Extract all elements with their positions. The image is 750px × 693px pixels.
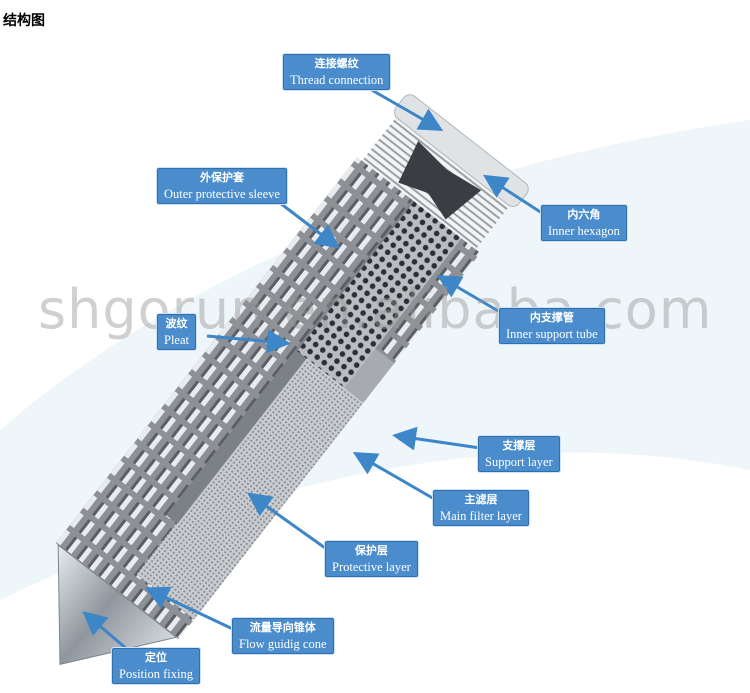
label-en: Support layer — [485, 455, 553, 469]
label-en: Inner support tube — [506, 327, 598, 341]
label-inner-support-tube: 内支撑管 Inner support tube — [499, 308, 605, 344]
label-en: Outer protective sleeve — [164, 187, 280, 201]
label-flow-guide-cone: 流量导向锥体 Flow guidig cone — [232, 618, 334, 654]
arrow-thread — [369, 87, 444, 131]
label-en: Inner hexagon — [548, 224, 620, 238]
arrow-outer-sleeve — [279, 201, 340, 249]
label-protective-layer: 保护层 Protective layer — [325, 541, 418, 577]
label-zh: 连接螺纹 — [314, 57, 359, 70]
watermark: shgorun.en.alibaba.com — [38, 278, 713, 341]
arrow-pleat — [206, 329, 291, 354]
filter-element — [55, 94, 529, 666]
label-zh: 支撑层 — [502, 439, 536, 452]
arrow-support-layer — [392, 426, 481, 451]
label-zh: 流量导向锥体 — [249, 621, 316, 634]
label-en: Main filter layer — [440, 509, 522, 523]
label-en: Flow guidig cone — [239, 637, 327, 651]
arrow-protective-layer — [247, 492, 329, 552]
label-en: Protective layer — [332, 560, 411, 574]
label-zh: 保护层 — [354, 544, 388, 557]
label-support-layer: 支撑层 Support layer — [478, 436, 560, 472]
callout-arrows — [82, 87, 546, 652]
label-zh: 定位 — [144, 651, 167, 664]
label-zh: 内六角 — [567, 208, 601, 221]
label-zh: 波纹 — [165, 317, 188, 330]
label-zh: 主滤层 — [464, 493, 498, 506]
arrow-inner-tube — [436, 274, 506, 317]
label-en: Pleat — [164, 333, 189, 347]
inner-hexagon — [398, 140, 482, 220]
label-thread-connection: 连接螺纹 Thread connection — [283, 54, 391, 90]
label-main-filter-layer: 主滤层 Main filter layer — [433, 490, 529, 526]
label-outer-protective-sleeve: 外保护套 Outer protective sleeve — [157, 168, 287, 204]
main-filter-layer — [136, 357, 364, 620]
label-zh: 外保护套 — [199, 171, 244, 184]
label-inner-hexagon: 内六角 Inner hexagon — [541, 205, 627, 241]
label-zh: 内支撑管 — [529, 311, 574, 324]
inner-support-tube — [297, 201, 462, 388]
page-title: 结构图 — [3, 13, 45, 29]
arrow-main-filter — [352, 452, 437, 502]
arrow-inner-hexagon — [482, 174, 546, 217]
label-en: Thread connection — [290, 73, 384, 87]
label-position-fixing: 定位 Position fixing — [112, 648, 200, 684]
label-pleat: 波纹 Pleat — [157, 314, 196, 350]
arrow-position-fixing — [82, 611, 129, 652]
label-en: Position fixing — [119, 667, 193, 681]
arrow-flow-cone — [144, 586, 236, 632]
